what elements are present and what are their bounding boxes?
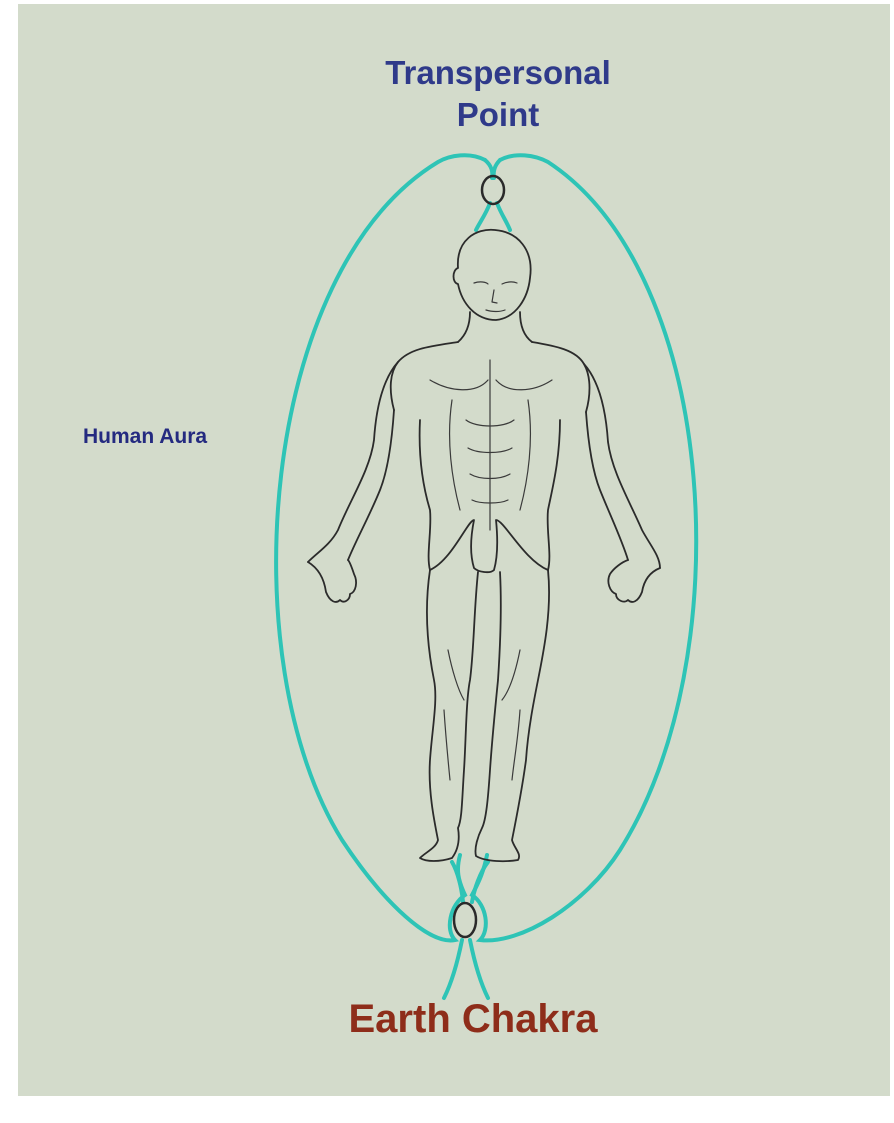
right-leg — [475, 570, 549, 861]
aura-outline — [276, 155, 696, 998]
neck — [458, 312, 532, 342]
aura-neck-right — [497, 203, 510, 230]
transpersonal-label-line2: Point — [340, 94, 656, 136]
aura-neck-left — [476, 203, 490, 230]
transpersonal-point-label: Transpersonal Point — [340, 52, 656, 136]
chest-and-abs — [430, 360, 552, 530]
left-arm — [308, 362, 398, 562]
aura-right-half — [472, 155, 696, 940]
left-leg — [420, 570, 478, 861]
head — [454, 230, 531, 320]
right-arm — [584, 364, 660, 568]
human-figure — [308, 230, 660, 861]
human-aura-label: Human Aura — [83, 424, 207, 450]
transpersonal-label-line1: Transpersonal — [340, 52, 656, 94]
aura-ground-left — [444, 940, 462, 998]
aura-ground-right — [470, 940, 488, 998]
face-features — [474, 282, 517, 312]
pelvis — [430, 520, 548, 572]
left-hand — [308, 560, 356, 602]
earth-chakra-marker — [454, 903, 476, 937]
leg-muscle-lines — [444, 650, 520, 780]
transpersonal-point-marker — [482, 176, 504, 204]
right-hand — [608, 560, 660, 602]
earth-chakra-label: Earth Chakra — [320, 994, 626, 1044]
